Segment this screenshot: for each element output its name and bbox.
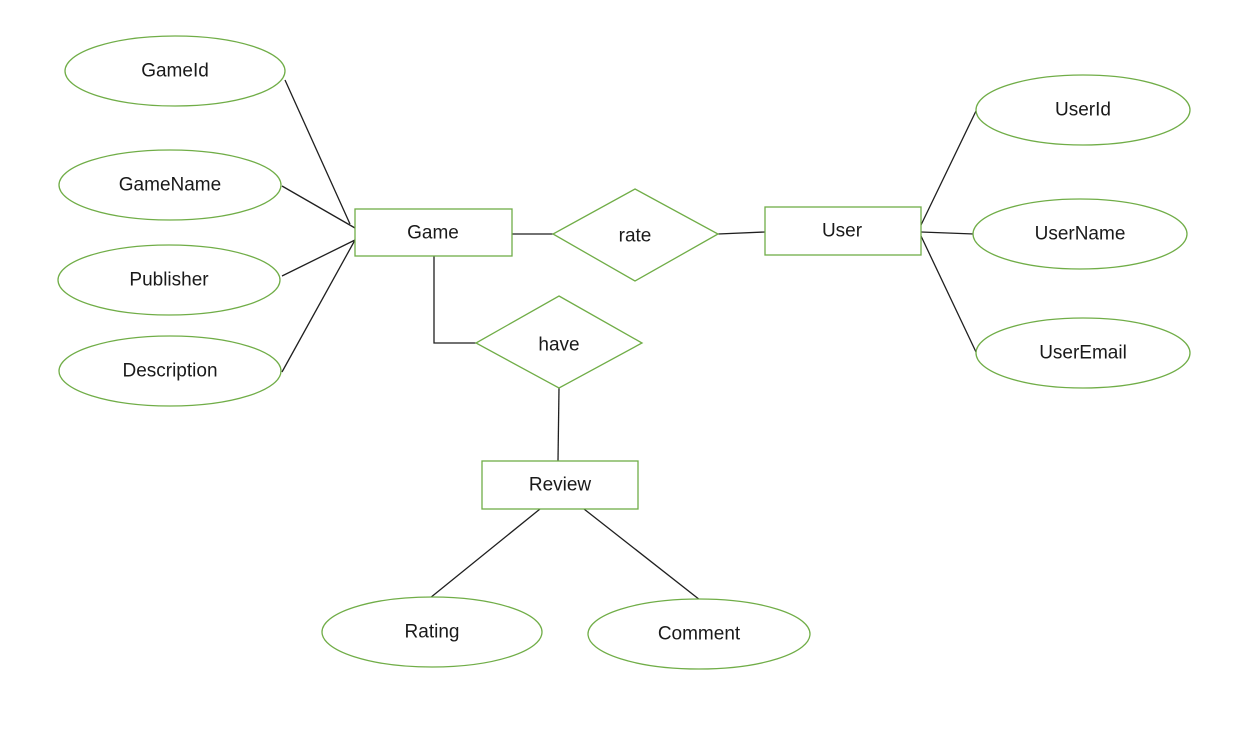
entity-review: Review <box>481 460 639 510</box>
link-publisher-game <box>281 239 356 277</box>
attribute-ellipse <box>58 335 282 407</box>
attribute-label: GameName <box>119 175 221 196</box>
link-have-review <box>557 387 560 462</box>
attribute-label: UserEmail <box>1039 343 1127 364</box>
relationship-diamond <box>551 188 720 282</box>
attribute-description: Description <box>58 335 282 407</box>
link-game-have <box>433 256 476 344</box>
entity-label: Review <box>529 475 592 496</box>
attribute-label: Comment <box>658 624 741 645</box>
attribute-label: GameId <box>141 61 209 82</box>
attribute-comment: Comment <box>587 598 811 670</box>
relationship-diamond <box>474 295 644 389</box>
connectors <box>281 79 977 601</box>
attribute-label: Publisher <box>129 270 209 291</box>
link-review-comment <box>583 508 701 601</box>
attribute-username: UserName <box>972 198 1188 270</box>
entity-user: User <box>764 206 922 256</box>
attribute-ellipse <box>975 317 1191 389</box>
attribute-userid: UserId <box>975 74 1191 146</box>
attribute-label: Description <box>122 361 217 382</box>
link-review-rating <box>429 508 541 599</box>
attribute-gamename: GameName <box>58 149 282 221</box>
relationship-have: have <box>474 295 644 389</box>
attribute-ellipse <box>57 244 281 316</box>
link-user-useremail <box>920 235 977 353</box>
link-gamename-game <box>281 185 356 229</box>
link-user-username <box>920 231 975 235</box>
attribute-ellipse <box>321 596 543 668</box>
attribute-ellipse <box>64 35 286 107</box>
attribute-rating: Rating <box>321 596 543 668</box>
attribute-label: UserId <box>1055 100 1111 121</box>
entity-game: Game <box>354 208 513 257</box>
link-description-game <box>281 239 356 373</box>
attribute-ellipse <box>972 198 1188 270</box>
entity-box <box>354 208 513 257</box>
attribute-publisher: Publisher <box>57 244 281 316</box>
attribute-ellipse <box>975 74 1191 146</box>
attribute-gameid: GameId <box>64 35 286 107</box>
attribute-ellipse <box>587 598 811 670</box>
attribute-label: Rating <box>405 622 460 643</box>
entity-label: Game <box>407 223 459 244</box>
link-gameid-game <box>284 79 351 225</box>
entity-box <box>764 206 922 256</box>
attribute-ellipse <box>58 149 282 221</box>
attribute-useremail: UserEmail <box>975 317 1191 389</box>
relationship-label: have <box>538 335 579 356</box>
attribute-label: UserName <box>1035 224 1126 245</box>
link-user-userid <box>920 110 977 226</box>
relationship-label: rate <box>619 226 652 247</box>
entity-box <box>481 460 639 510</box>
link-rate-user <box>717 231 766 235</box>
entity-label: User <box>822 221 863 242</box>
relationship-rate: rate <box>551 188 720 282</box>
